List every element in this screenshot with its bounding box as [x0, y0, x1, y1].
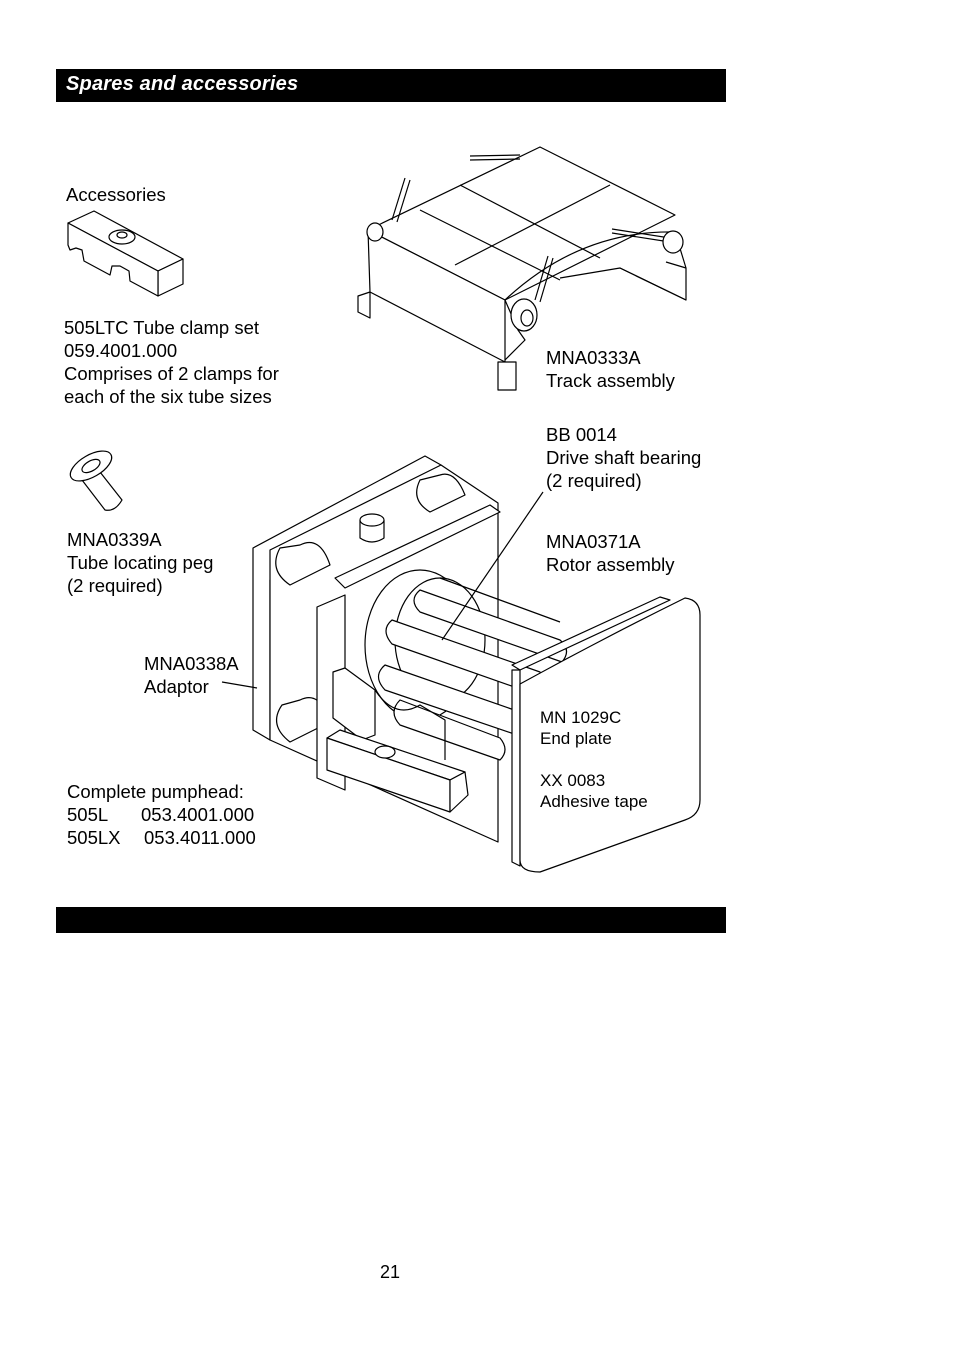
pumphead-code: 053.4011.000	[144, 827, 256, 848]
tape-part-number: XX 0083	[540, 771, 606, 790]
page-number: 21	[380, 1262, 401, 1282]
end-plate-label: MN 1029C End plate	[540, 707, 621, 749]
tube-peg-illustration	[69, 450, 123, 511]
pumphead-row: 505L 053.4001.000	[67, 803, 256, 826]
pumphead-body-illustration	[252, 455, 701, 873]
rotor-part-number: MNA0371A	[546, 531, 641, 552]
leader-lines	[221, 491, 544, 689]
adaptor-label: MNA0338A Adaptor	[144, 652, 239, 698]
section-title: Spares and accessories	[66, 73, 299, 95]
tube-clamp-description-2: each of the six tube sizes	[64, 386, 272, 407]
bearing-label: BB 0014 Drive shaft bearing (2 required)	[546, 423, 701, 492]
track-part-number: MNA0333A	[546, 347, 641, 368]
bearing-quantity: (2 required)	[546, 470, 642, 491]
pumphead-label: Complete pumphead: 505L 053.4001.000 505L…	[67, 780, 256, 849]
accessories-heading: Accessories	[66, 184, 166, 205]
track-name: Track assembly	[546, 370, 675, 391]
section-header-bar: Spares and accessories	[56, 69, 726, 102]
section-divider-bar	[56, 907, 726, 933]
pumphead-model: 505L	[67, 804, 109, 825]
bearing-part-number: BB 0014	[546, 424, 617, 445]
tape-label: XX 0083 Adhesive tape	[540, 770, 648, 812]
rotor-label: MNA0371A Rotor assembly	[546, 530, 675, 576]
end-plate-name: End plate	[540, 729, 612, 748]
tube-clamp-label: 505LTC Tube clamp set 059.4001.000 Compr…	[64, 316, 279, 408]
pumphead-heading: Complete pumphead:	[67, 781, 244, 802]
track-assembly-illustration	[357, 146, 687, 391]
end-plate-part-number: MN 1029C	[540, 708, 622, 727]
tube-peg-quantity: (2 required)	[67, 575, 163, 596]
adaptor-part-number: MNA0338A	[144, 653, 239, 674]
tube-clamp-name: 505LTC Tube clamp set	[64, 317, 260, 338]
adaptor-name: Adaptor	[144, 676, 209, 697]
tube-clamp-illustration	[67, 210, 184, 297]
tube-clamp-part-number: 059.4001.000	[64, 340, 178, 361]
pumphead-model: 505LX	[67, 827, 121, 848]
rotor-name: Rotor assembly	[546, 554, 675, 575]
pumphead-row: 505LX 053.4011.000	[67, 826, 256, 849]
pumphead-code: 053.4001.000	[141, 804, 255, 825]
tube-peg-name: Tube locating peg	[67, 552, 214, 573]
tube-clamp-description-1: Comprises of 2 clamps for	[64, 363, 279, 384]
tube-peg-part-number: MNA0339A	[67, 529, 162, 550]
track-assembly-label: MNA0333A Track assembly	[546, 346, 675, 392]
tube-peg-label: MNA0339A Tube locating peg (2 required)	[67, 528, 213, 597]
tape-name: Adhesive tape	[540, 792, 648, 811]
bearing-name: Drive shaft bearing	[546, 447, 702, 468]
